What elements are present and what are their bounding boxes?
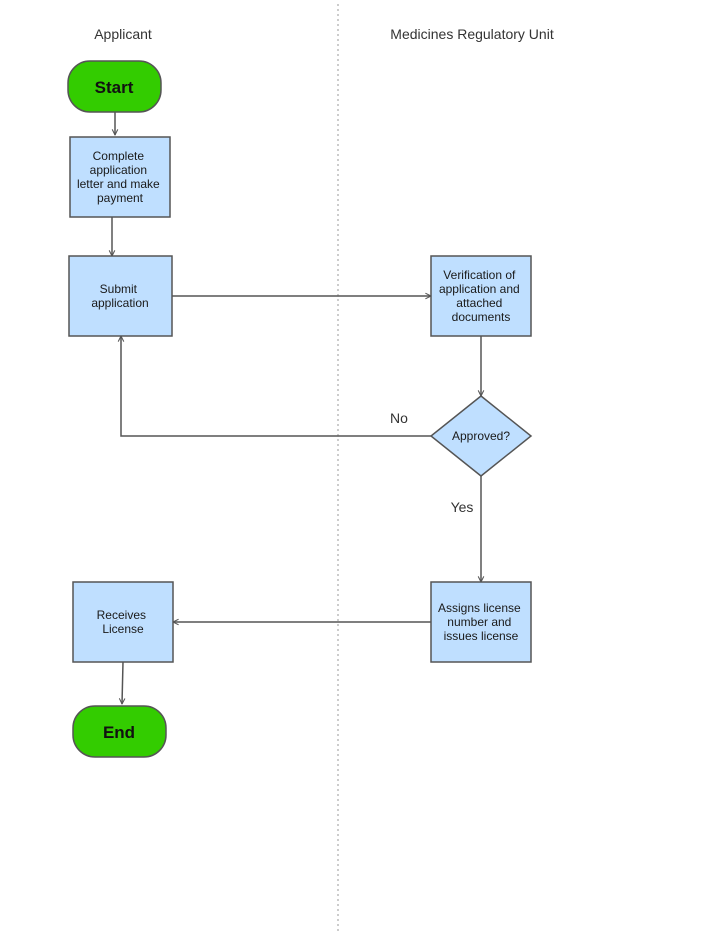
assign-label-line-1: Assigns license bbox=[438, 601, 521, 615]
complete-label-line-1: Complete bbox=[93, 149, 145, 163]
svg-text:Submit application: Submit application bbox=[91, 282, 148, 310]
svg-text:Complete application: Complete application letter and make pay… bbox=[77, 149, 163, 205]
verification-node: Verification of application and attached… bbox=[430, 255, 532, 337]
lane-title-applicant: Applicant bbox=[94, 26, 152, 42]
assign-label-line-3: issues license bbox=[444, 629, 519, 643]
svg-text:Receives License: Receives License bbox=[97, 608, 150, 636]
lane-title-mru: Medicines Regulatory Unit bbox=[390, 26, 554, 42]
edge-approved-no-to-submit bbox=[121, 336, 431, 437]
submit-label-line-2: application bbox=[91, 296, 148, 310]
edge-label-no: No bbox=[390, 410, 408, 426]
complete-label-line-3: letter and make bbox=[77, 177, 160, 191]
start-label: Start bbox=[95, 78, 134, 97]
complete-label-line-2: application bbox=[90, 163, 147, 177]
submit-application-node: Submit application bbox=[68, 255, 173, 337]
verify-label-line-2: application and bbox=[439, 282, 520, 296]
assign-label-line-2: number and bbox=[447, 615, 511, 629]
approved-label: Approved? bbox=[452, 429, 510, 443]
receives-label-line-2: License bbox=[102, 622, 144, 636]
assign-license-node: Assigns license number and issues licens… bbox=[430, 581, 532, 663]
complete-application-node: Complete application letter and make pay… bbox=[69, 136, 171, 218]
receives-license-node: Receives License bbox=[72, 581, 174, 663]
svg-text:Verification of applicat: Verification of application and attached… bbox=[439, 268, 523, 324]
svg-text:Assigns license number a: Assigns license number and issues licens… bbox=[438, 601, 524, 643]
approved-decision-node: Approved? bbox=[429, 395, 533, 477]
verify-label-line-3: attached bbox=[456, 296, 502, 310]
edge-label-yes: Yes bbox=[451, 499, 474, 515]
verify-label-line-4: documents bbox=[452, 310, 511, 324]
receives-label-line-1: Receives bbox=[97, 608, 146, 622]
verify-label-line-1: Verification of bbox=[443, 268, 516, 282]
end-label: End bbox=[103, 723, 135, 742]
submit-label-line-1: Submit bbox=[100, 282, 138, 296]
start-node: Start bbox=[67, 60, 162, 113]
connectors bbox=[112, 112, 481, 704]
end-node: End bbox=[72, 705, 167, 758]
complete-label-line-4: payment bbox=[97, 191, 144, 205]
edge-receives-to-end bbox=[122, 661, 123, 704]
